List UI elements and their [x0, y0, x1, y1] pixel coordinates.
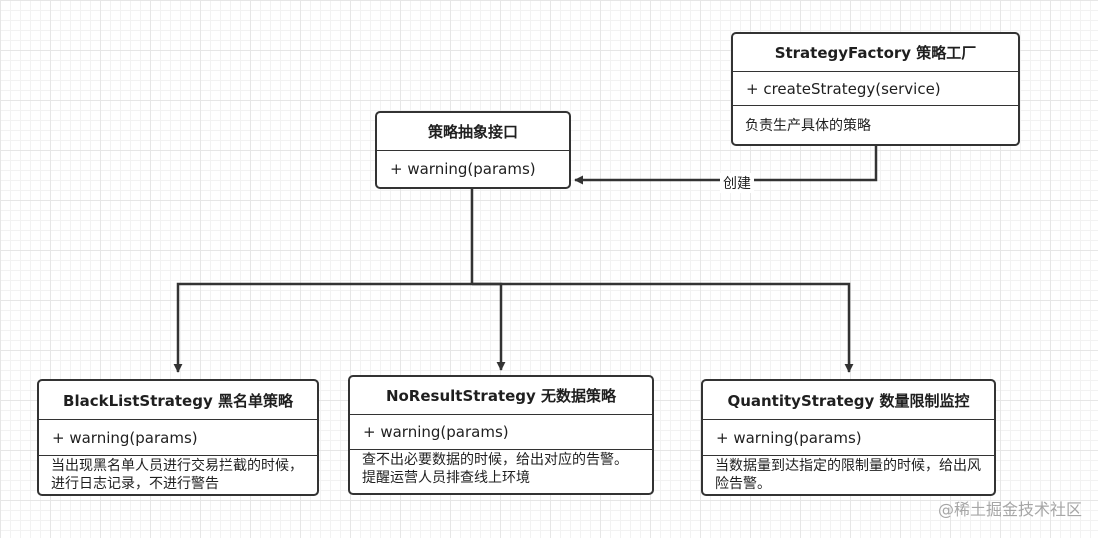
noresult-strategy-note: 查不出必要数据的时候，给出对应的告警。提醒运营人员排查线上环境 [362, 452, 628, 486]
watermark-text: @稀土掘金技术社区 [937, 500, 1082, 519]
create-edge-label: 创建 [720, 173, 754, 193]
quantity-strategy-title: QuantityStrategy 数量限制监控 [703, 381, 994, 420]
quantity-connector [472, 282, 854, 373]
blacklist-connector [173, 282, 472, 373]
noresult-strategy-box[interactable]: NoResultStrategy 无数据策略 + warning(params)… [348, 375, 654, 495]
create-connector [574, 146, 878, 185]
noresult-connector [472, 282, 506, 371]
quantity-strategy-box[interactable]: QuantityStrategy 数量限制监控 + warning(params… [701, 379, 996, 496]
strategy-interface-method: + warning(params) [390, 160, 536, 178]
blacklist-strategy-title: BlackListStrategy 黑名单策略 [39, 381, 317, 420]
blacklist-strategy-box[interactable]: BlackListStrategy 黑名单策略 + warning(params… [37, 379, 319, 496]
strategy-factory-box[interactable]: StrategyFactory 策略工厂 + createStrategy(se… [731, 32, 1020, 146]
strategy-factory-title: StrategyFactory 策略工厂 [733, 34, 1018, 72]
noresult-strategy-title: NoResultStrategy 无数据策略 [350, 377, 652, 415]
quantity-strategy-note: 当数据量到达指定的限制量的时候，给出风险告警。 [715, 458, 981, 492]
strategy-factory-note: 负责生产具体的策略 [745, 117, 871, 134]
blacklist-strategy-note: 当出现黑名单人员进行交易拦截的时候，进行日志记录，不进行警告 [51, 458, 303, 492]
strategy-factory-method: + createStrategy(service) [733, 72, 1018, 106]
blacklist-strategy-method: + warning(params) [39, 420, 317, 456]
quantity-strategy-method: + warning(params) [703, 420, 994, 456]
noresult-strategy-method: + warning(params) [350, 415, 652, 450]
strategy-interface-title: 策略抽象接口 [377, 113, 569, 151]
strategy-interface-box[interactable]: 策略抽象接口 + warning(params) [375, 111, 571, 189]
